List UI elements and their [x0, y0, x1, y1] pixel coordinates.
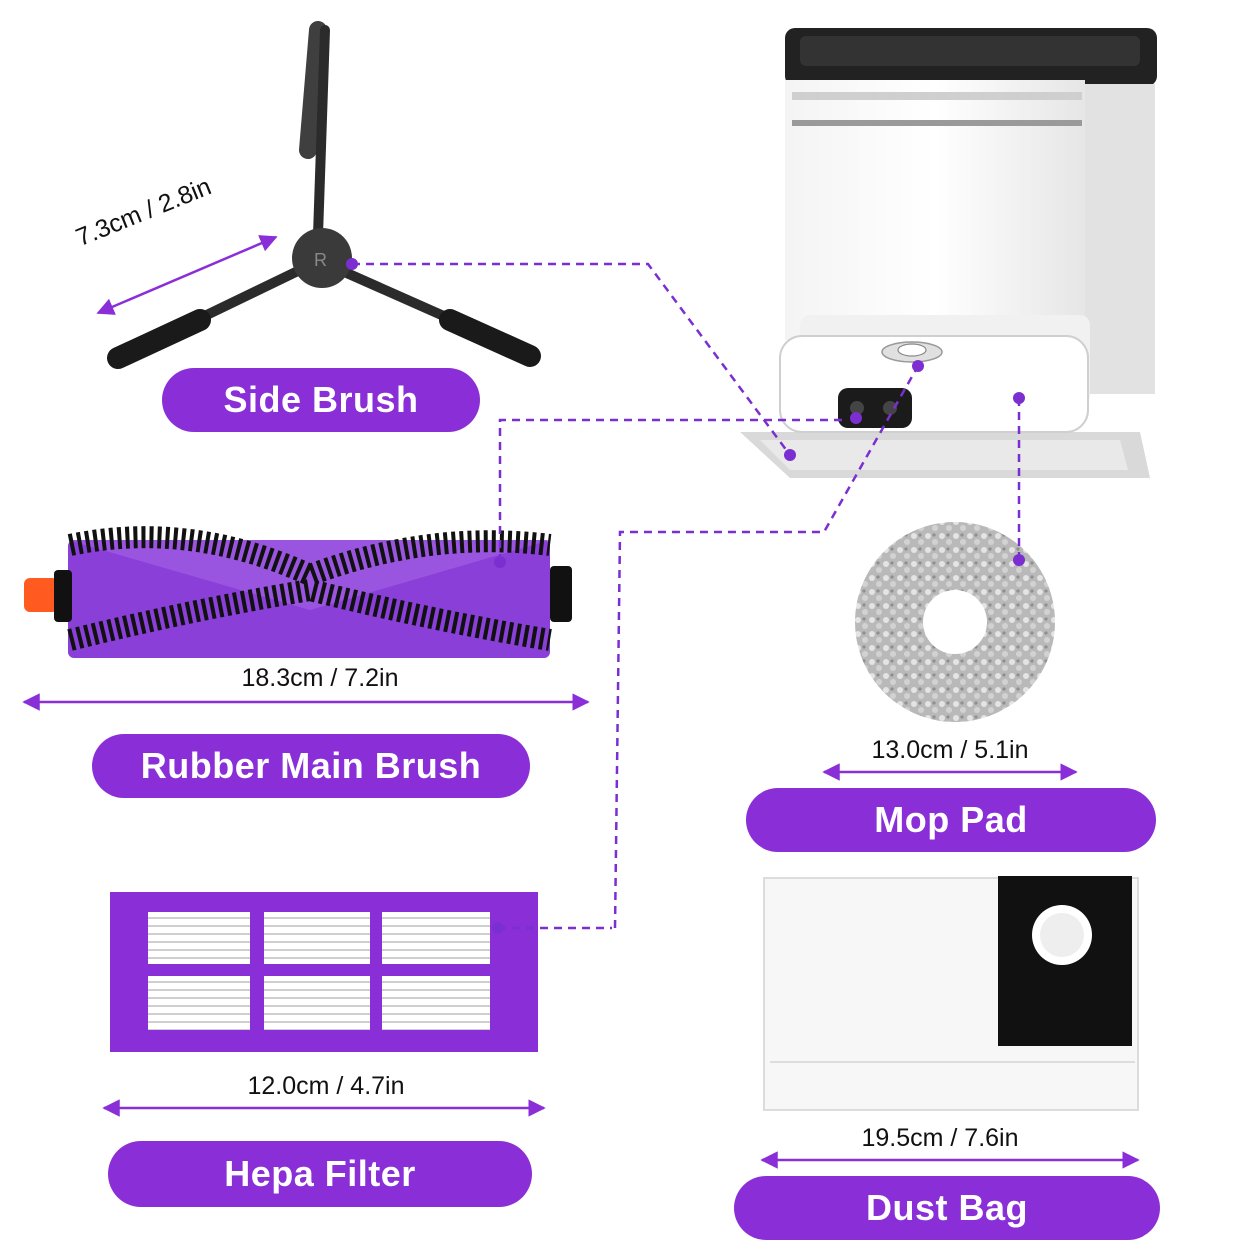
dust-bag-size: 19.5cm / 7.6in — [861, 1124, 1019, 1152]
hepa-filter-image — [102, 892, 546, 1117]
main-brush-size: 18.3cm / 7.2in — [241, 664, 399, 692]
robot-station-image — [740, 28, 1157, 478]
side-brush-label: Side Brush — [162, 368, 480, 432]
main-brush-image — [22, 526, 590, 711]
mop-pad-image — [822, 522, 1078, 781]
hepa-filter-size: 12.0cm / 4.7in — [247, 1072, 405, 1100]
svg-text:R: R — [314, 250, 327, 270]
hepa-filter-label: Hepa Filter — [108, 1141, 532, 1207]
side-brush-image: R — [96, 21, 541, 369]
dust-bag-image — [760, 876, 1140, 1169]
connector-dots — [346, 258, 1025, 934]
dust-bag-label: Dust Bag — [734, 1176, 1160, 1240]
mop-pad-size: 13.0cm / 5.1in — [871, 736, 1029, 764]
main-brush-label: Rubber Main Brush — [92, 734, 530, 798]
mop-pad-label: Mop Pad — [746, 788, 1156, 852]
connector-lines — [352, 262, 1021, 930]
